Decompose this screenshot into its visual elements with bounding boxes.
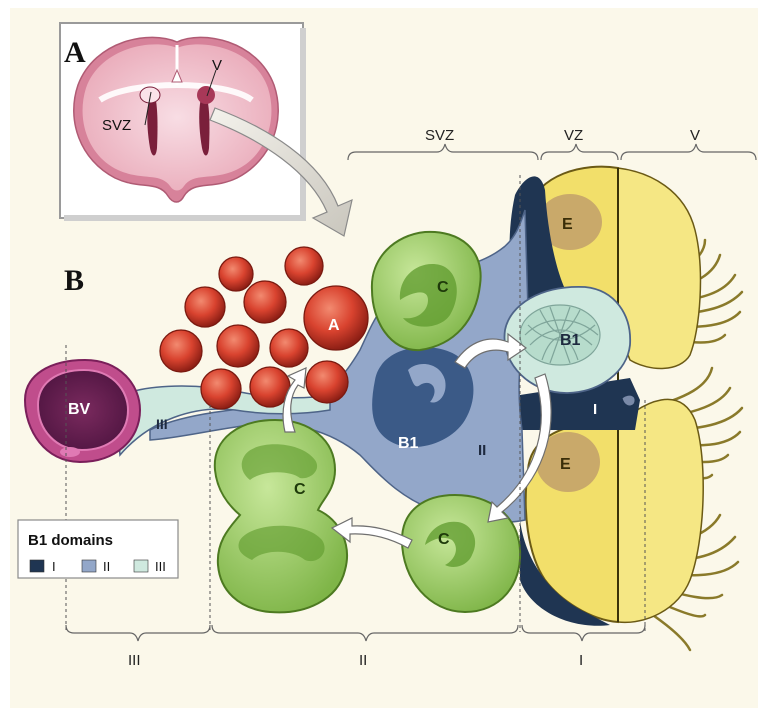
bottom-domain-i: I — [579, 652, 583, 669]
c-cell-left-label: C — [294, 481, 306, 498]
legend — [18, 520, 178, 578]
legend-swatch-ii — [82, 560, 96, 572]
zone-v-label: V — [690, 127, 700, 144]
domain-i-label: I — [593, 401, 597, 418]
e-cell-top-label: E — [562, 216, 573, 233]
legend-swatch-iii — [134, 560, 148, 572]
a-cell-label: A — [328, 317, 340, 334]
bottom-domain-ii: II — [359, 652, 367, 669]
legend-label-ii: II — [103, 559, 110, 574]
panel-label-b: B — [64, 264, 84, 297]
c-cell-bottom-label: C — [438, 531, 450, 548]
zone-svz-label: SVZ — [425, 127, 454, 144]
legend-label-iii: III — [155, 559, 166, 574]
domain-ii-label: II — [478, 442, 486, 459]
legend-swatch-i — [30, 560, 44, 572]
b1-center-label: B1 — [398, 435, 419, 452]
e-cell-bottom-label: E — [560, 456, 571, 473]
bottom-domain-iii: III — [128, 652, 141, 669]
zone-vz-label: VZ — [564, 127, 583, 144]
inset-shadow — [300, 28, 306, 221]
inset-shadow-bottom — [64, 215, 306, 221]
panel-label-a: A — [64, 36, 86, 69]
c-cell-top-label: C — [437, 279, 449, 296]
b1-right-label: B1 — [560, 332, 581, 349]
inset-svz-label: SVZ — [102, 117, 131, 134]
bv-label: BV — [68, 401, 91, 418]
inset-v-label: V — [212, 57, 222, 74]
domain-iii-label: III — [156, 416, 168, 432]
legend-title: B1 domains — [28, 532, 113, 549]
legend-label-i: I — [52, 559, 56, 574]
